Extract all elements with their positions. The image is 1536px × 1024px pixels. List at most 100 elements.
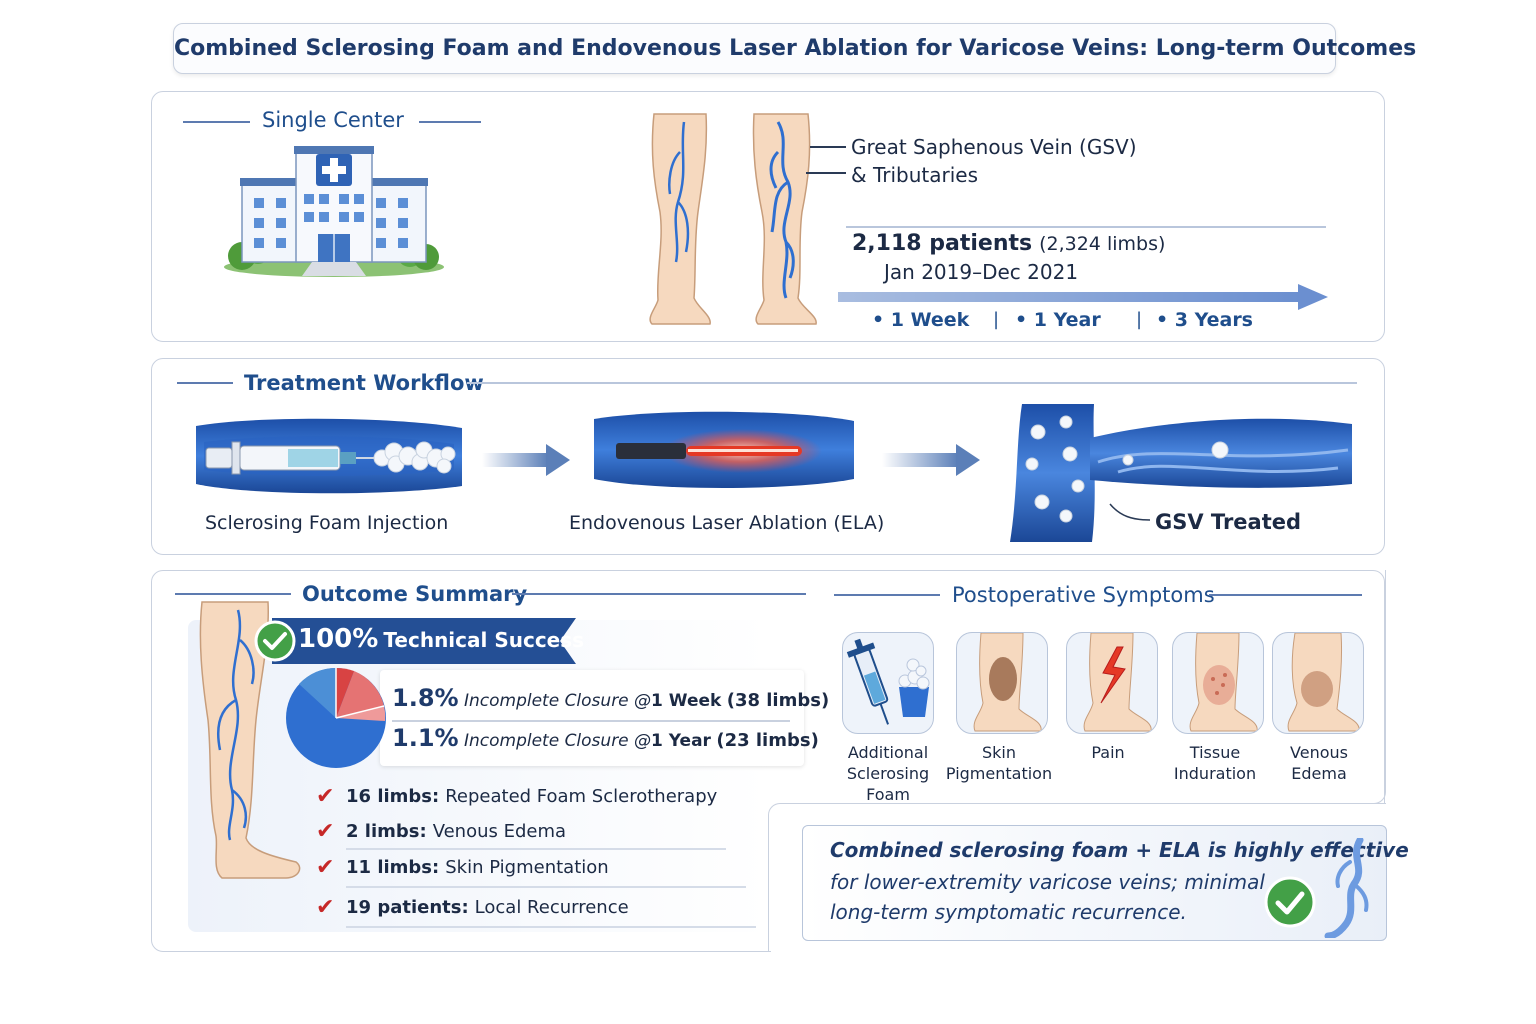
legs-illustration	[649, 113, 817, 325]
title-banner: Combined Sclerosing Foam and Endovenous …	[173, 23, 1417, 74]
symptom-label: Additional Sclerosing Foam	[823, 742, 953, 805]
closure-text: Incomplete Closure @	[463, 691, 652, 711]
induration-leg-icon	[1189, 633, 1258, 732]
step-gsv-treated-label: GSV Treated	[1155, 510, 1302, 534]
timeline-arrow	[838, 284, 1328, 310]
conclusion-line3: long-term symptomatic recurrence.	[830, 900, 1187, 924]
arrow-icon	[882, 444, 980, 476]
laser-ablation-illustration	[594, 411, 854, 488]
symptom-label-line2: Pigmentation	[945, 764, 1053, 783]
symptom-label-line1: Skin	[981, 743, 1016, 762]
symptom-card-pain	[1066, 632, 1158, 734]
step-laser-ablation-label: Endovenous Laser Ablation (ELA)	[569, 512, 885, 534]
outcome-panel-corner	[768, 803, 1386, 952]
conclusion-line1: Combined sclerosing foam + ELA is highly…	[830, 838, 1409, 862]
vein-label-line1: Great Saphenous Vein (GSV)	[851, 135, 1137, 159]
gsv-treated-illustration	[1010, 404, 1352, 542]
divider	[177, 382, 233, 384]
item-text: Local Recurrence	[474, 896, 629, 918]
symptom-card-venous-edema	[1272, 632, 1364, 734]
closure-text: Incomplete Closure @	[463, 731, 652, 751]
symptoms-title: Postoperative Symptoms	[952, 583, 1215, 607]
symptom-label-line2: Induration	[1173, 764, 1257, 783]
closure-limbs: (38 limbs)	[726, 690, 830, 711]
vein-icon	[1324, 838, 1369, 938]
list-item: ✔ 19 patients:Local Recurrence	[316, 892, 629, 922]
tributaries-pointer	[806, 172, 846, 174]
pigmented-leg-icon	[973, 633, 1042, 732]
divider	[175, 593, 291, 595]
closure-time: 1 Week	[651, 691, 722, 711]
item-text: Skin Pigmentation	[445, 856, 609, 878]
patients-bold: 2,118 patients	[852, 231, 1033, 256]
edema-leg-icon	[1287, 633, 1360, 732]
followup-1-year: • 1 Year	[1015, 309, 1101, 331]
item-text: Venous Edema	[432, 820, 567, 842]
closure-value: 1.1%	[392, 724, 459, 752]
symptom-label: Pain	[1043, 742, 1173, 763]
symptom-card-skin-pigmentation	[956, 632, 1048, 734]
success-value: 100%	[298, 624, 379, 654]
symptom-label-line2: Sclerosing Foam	[846, 764, 930, 804]
symptom-label: Skin Pigmentation	[934, 742, 1064, 784]
center-label: Single Center	[262, 108, 404, 132]
check-circle-icon	[1264, 876, 1316, 928]
item-count: 11 limbs:	[346, 856, 440, 878]
list-item: ✔ 11 limbs:Skin Pigmentation	[316, 852, 609, 882]
checkmark-icon: ✔	[316, 894, 335, 920]
divider	[346, 848, 726, 850]
closure-row-1-year: 1.1% Incomplete Closure @1 Year (23 limb…	[392, 724, 819, 752]
gsv-pointer	[810, 146, 846, 148]
divider	[346, 886, 746, 888]
pie-chart	[286, 667, 386, 768]
item-count: 2 limbs:	[346, 820, 427, 842]
item-count: 16 limbs:	[346, 785, 440, 807]
success-ribbon	[272, 618, 576, 664]
divider	[346, 926, 756, 928]
divider	[392, 720, 790, 722]
outcome-title: Outcome Summary	[302, 582, 528, 606]
symptom-label-line1: Additional	[847, 743, 929, 762]
check-circle-icon	[254, 620, 296, 662]
vein-label-line2: & Tributaries	[851, 163, 978, 187]
gsv-pointer	[1109, 503, 1151, 521]
closure-time: 1 Year	[651, 731, 711, 751]
closure-row-1-week: 1.8% Incomplete Closure @1 Week (38 limb…	[392, 684, 829, 712]
foam-injection-illustration	[196, 418, 462, 494]
symptom-label-line1: Pain	[1091, 743, 1125, 762]
leg-illustration	[199, 601, 301, 879]
followup-separator: |	[993, 309, 1000, 330]
pain-leg-icon	[1083, 633, 1152, 732]
conclusion-line2: for lower-extremity varicose veins; mini…	[830, 870, 1265, 894]
symptom-card-tissue-induration	[1172, 632, 1264, 734]
success-label: Technical Success	[383, 628, 585, 652]
divider	[834, 594, 940, 596]
closure-card	[380, 670, 804, 766]
followup-3-years: • 3 Years	[1156, 309, 1253, 331]
symptom-label-line2: Edema	[1291, 764, 1347, 783]
syringe-foam-icon	[846, 638, 930, 725]
checkmark-icon: ✔	[316, 783, 335, 809]
checkmark-icon: ✔	[316, 818, 335, 844]
divider	[846, 226, 1326, 228]
divider	[183, 121, 250, 123]
arrow-icon	[482, 444, 570, 476]
symptom-label: Tissue Induration	[1150, 742, 1280, 784]
closure-value: 1.8%	[392, 684, 459, 712]
study-period: Jan 2019–Dec 2021	[884, 260, 1079, 284]
closure-limbs: (23 limbs)	[716, 730, 819, 751]
checkmark-icon: ✔	[316, 854, 335, 880]
divider	[1209, 594, 1362, 596]
page-title: Combined Sclerosing Foam and Endovenous …	[174, 36, 1417, 61]
symptom-card-additional-foam	[842, 632, 934, 734]
divider	[419, 121, 481, 123]
workflow-title: Treatment Workflow	[244, 371, 484, 395]
limbs-count: (2,324 limbs)	[1039, 233, 1166, 255]
symptom-label-line1: Venous	[1290, 743, 1348, 762]
divider	[512, 593, 806, 595]
item-text: Repeated Foam Sclerotherapy	[445, 785, 718, 807]
followup-separator: |	[1136, 309, 1143, 330]
item-count: 19 patients:	[346, 896, 469, 918]
list-item: ✔ 2 limbs:Venous Edema	[316, 816, 566, 846]
symptom-label-line1: Tissue	[1189, 743, 1241, 762]
